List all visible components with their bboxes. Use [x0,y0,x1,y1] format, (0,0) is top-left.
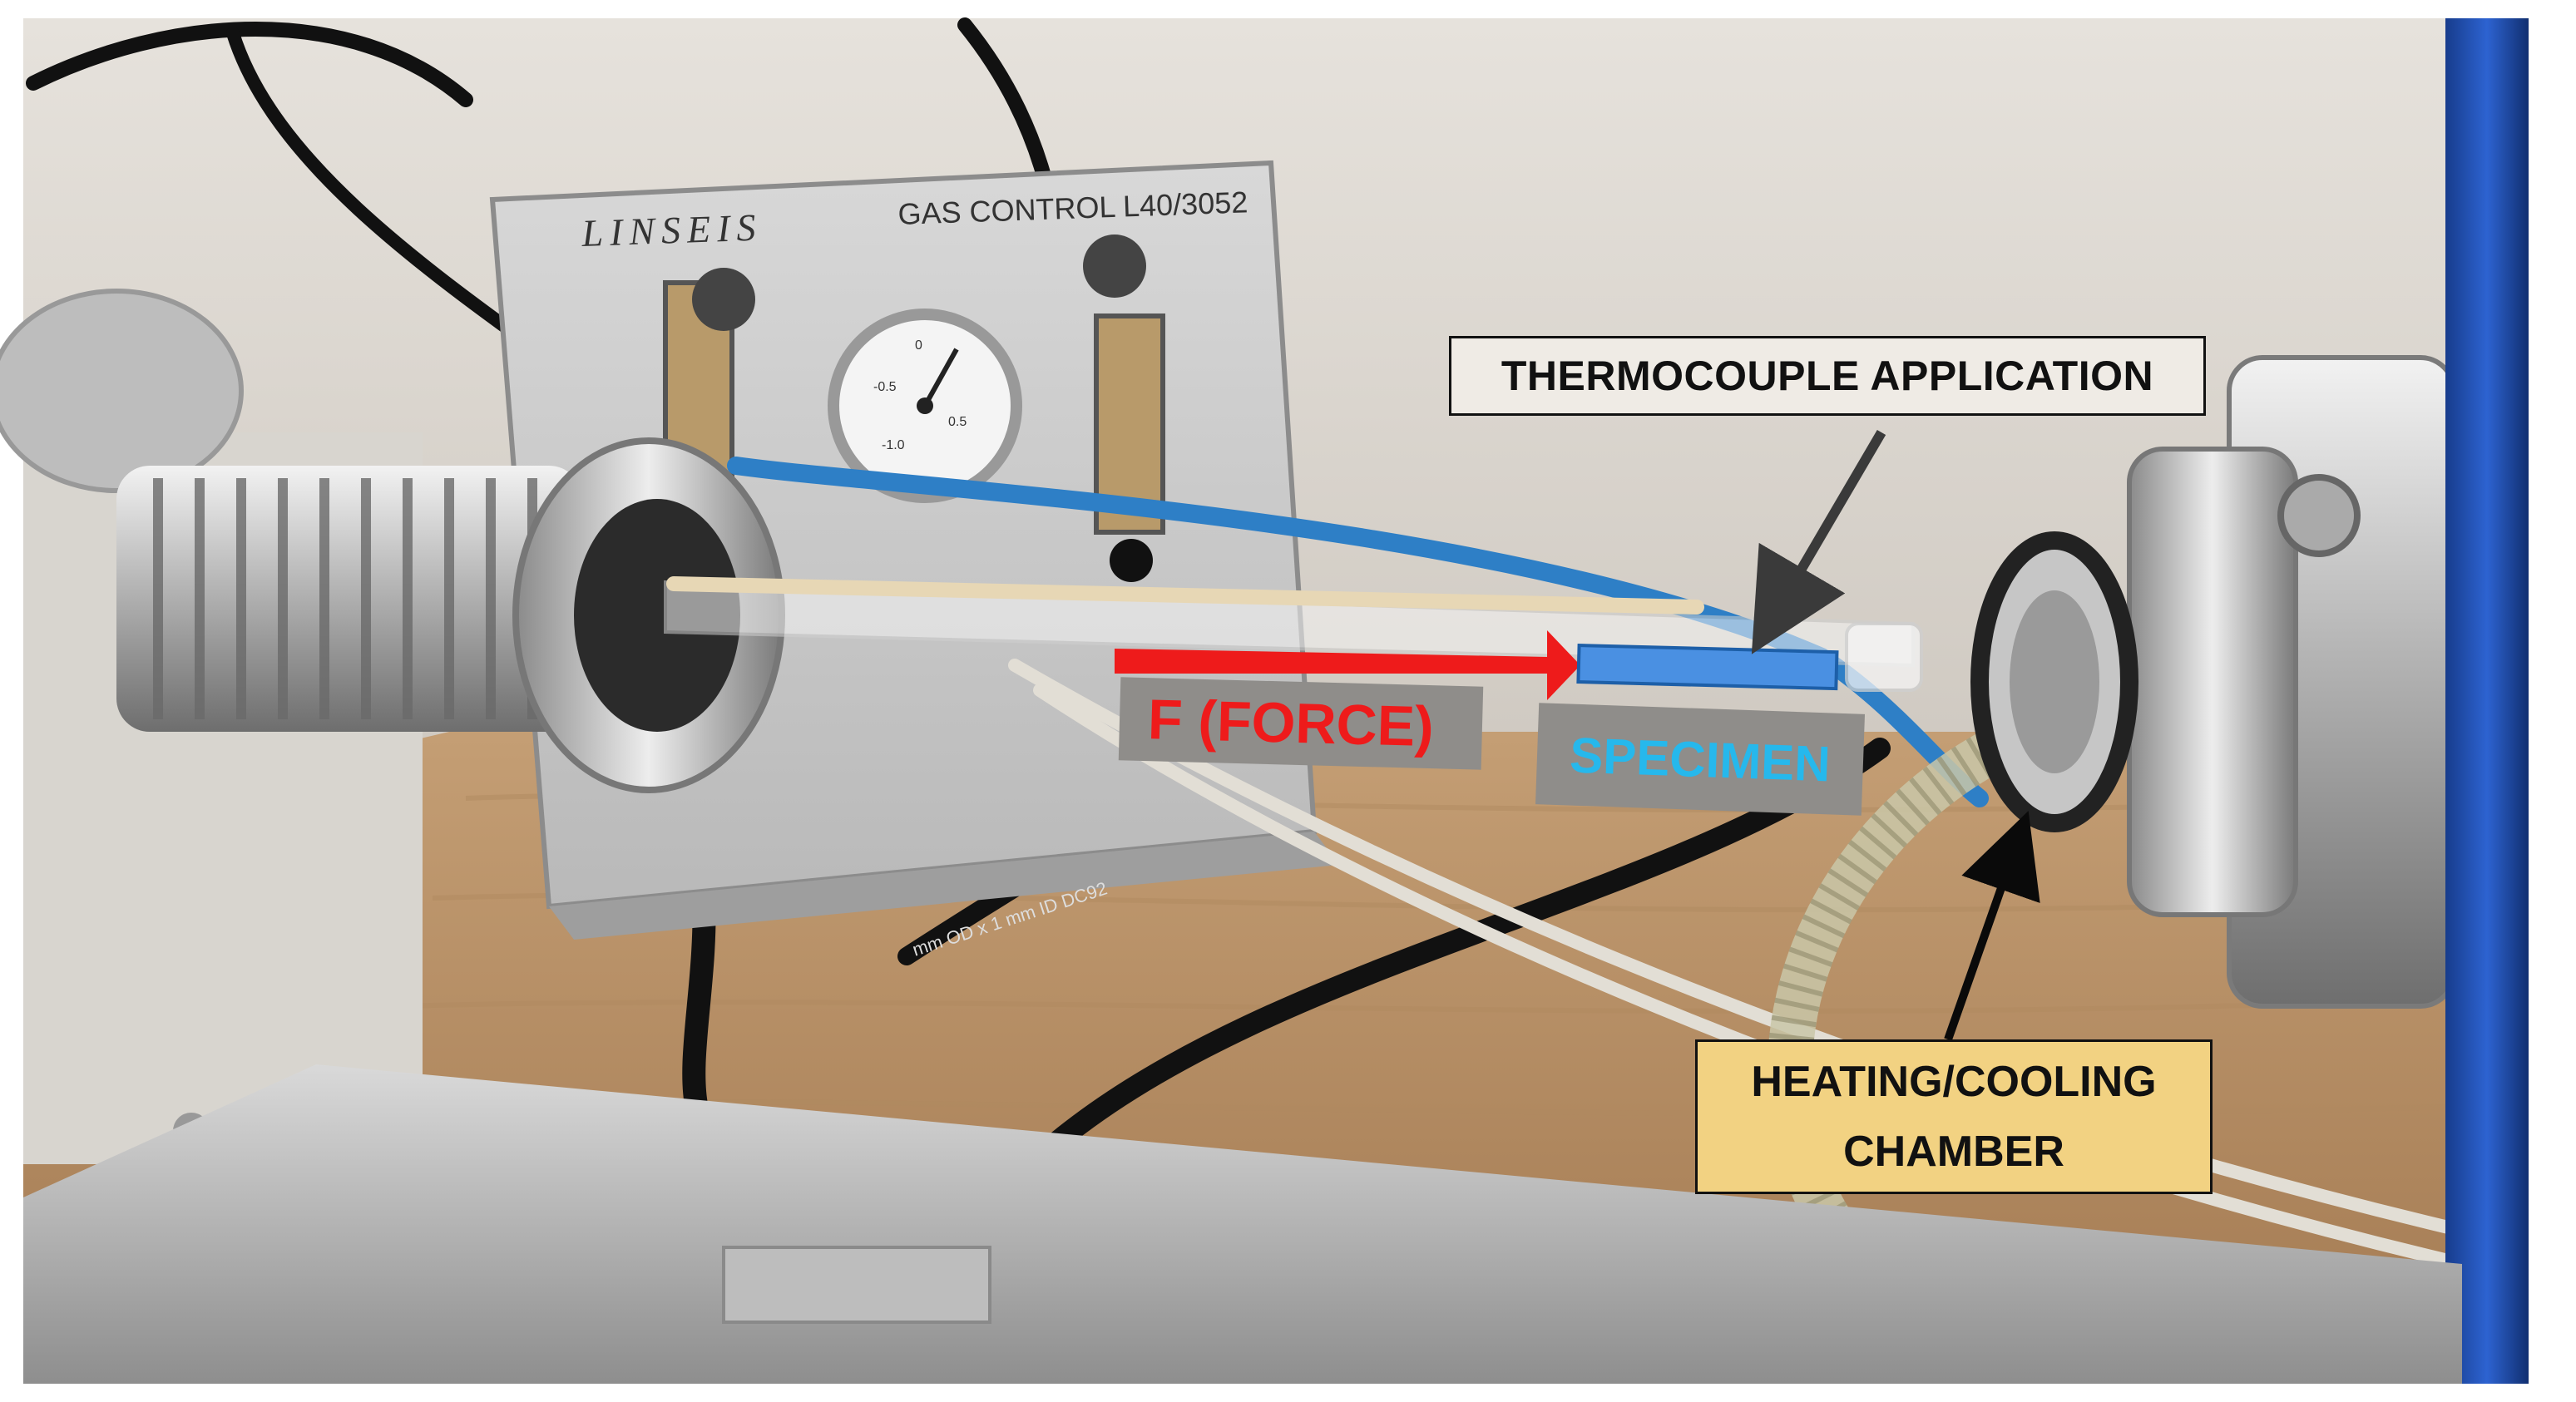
push-rod [666,576,1704,615]
gauge-scale-4: -1.0 [882,438,905,452]
force-label: F (FORCE) [1118,677,1484,770]
blue-hose [727,457,1989,807]
flow-valve-knob-left [692,268,755,331]
chamber-pointer [1944,811,2040,1041]
ribbed-cylinder [116,437,785,793]
gauge-scale-1: -0.5 [873,380,897,394]
specimen-bar [1576,643,1839,691]
heating-cooling-label: HEATING/COOLING CHAMBER [1695,1039,2213,1194]
base-rail [23,1064,2462,1384]
blue-flange [2445,18,2529,1384]
heating-cooling-label-line1: HEATING/COOLING [1751,1058,2157,1106]
heating-cooling-label-line2: CHAMBER [1843,1128,2064,1176]
specimen-label: SPECIMEN [1535,703,1866,816]
chamber-screw [2277,474,2361,557]
panel-jack [1110,539,1153,582]
gauge-scale-3: 0.5 [948,415,967,429]
flow-valve-knob-right [1083,234,1146,298]
heating-cooling-chamber [1970,18,2529,1384]
thermocouple-label: THERMOCOUPLE APPLICATION [1449,336,2206,416]
rail-clamp [722,1246,991,1324]
gauge-needle [922,348,959,407]
gauge-scale-2: 0 [915,338,922,353]
tube-end [1845,622,1923,692]
panel-brand: LINSEIS [581,205,764,254]
thermocouple-pointer [1751,429,1886,654]
force-arrow [1115,630,1580,700]
